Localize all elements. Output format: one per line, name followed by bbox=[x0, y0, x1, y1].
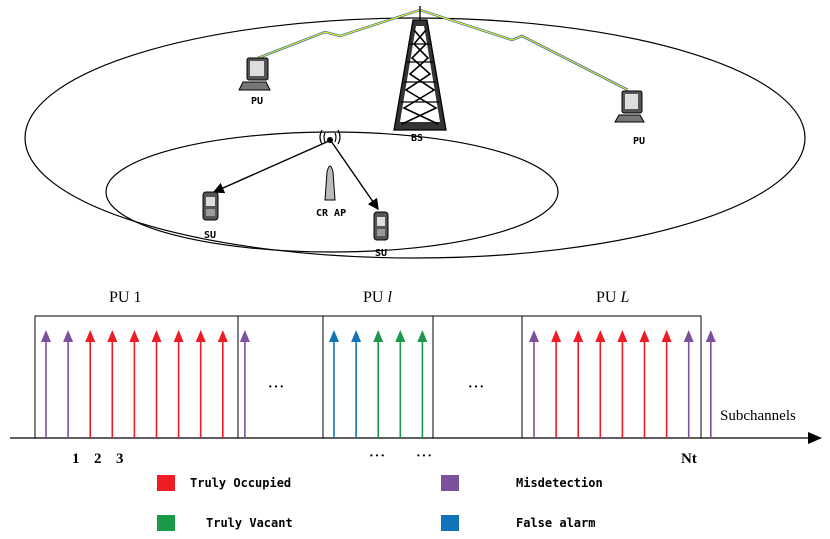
pu-1-band bbox=[34, 315, 239, 439]
channel-arrowhead-misdetection bbox=[529, 330, 539, 342]
subchannel-axis-label: Subchannels bbox=[720, 408, 796, 424]
base-station-tower-icon bbox=[393, 6, 447, 131]
channel-arrowhead-vacant bbox=[373, 330, 384, 342]
index-1: 1 bbox=[72, 451, 80, 467]
gap-dots-2: ··· bbox=[468, 380, 485, 395]
channel-arrows bbox=[41, 330, 716, 438]
wireless-link-left bbox=[257, 8, 421, 60]
channel-arrowhead-misdetection bbox=[683, 330, 694, 342]
channel-arrowhead-occupied bbox=[217, 330, 228, 342]
index-dots-2: ··· bbox=[416, 449, 433, 464]
cr-ap-label: CR AP bbox=[316, 208, 346, 219]
legend-label-misdetection: Misdetection bbox=[516, 476, 603, 490]
wireless-link-right bbox=[419, 8, 629, 92]
su-left-label: SU bbox=[204, 230, 216, 241]
pu-l-label: PU l bbox=[363, 289, 392, 306]
pu-left-label: PU bbox=[251, 96, 263, 107]
index-dots-1: ··· bbox=[369, 449, 386, 464]
gap-band-2 bbox=[432, 315, 523, 439]
pu-L-band bbox=[521, 315, 702, 439]
channel-arrowhead-occupied bbox=[661, 330, 672, 342]
cr-access-point-icon bbox=[319, 129, 341, 201]
channel-arrowhead-occupied bbox=[151, 330, 162, 342]
channel-arrowhead-occupied bbox=[195, 330, 206, 342]
pu-left-computer-icon bbox=[238, 57, 271, 91]
pu-right-label: PU bbox=[633, 136, 645, 147]
channel-arrowhead-occupied bbox=[639, 330, 650, 342]
channel-arrowhead-occupied bbox=[85, 330, 96, 342]
gap-dots-1: ··· bbox=[268, 380, 285, 395]
channel-arrowhead-misdetection bbox=[63, 330, 74, 342]
legend-label-occupied: Truly Occupied bbox=[190, 476, 291, 490]
primary-cell-boundary bbox=[24, 17, 806, 259]
channel-arrowhead-misdetection bbox=[41, 330, 51, 342]
channel-arrowhead-occupied bbox=[551, 330, 562, 342]
legend-label-false-alarm: False alarm bbox=[516, 516, 595, 530]
su-right-label: SU bbox=[375, 248, 387, 259]
legend-swatch-false-alarm bbox=[441, 515, 459, 531]
pu-right-computer-icon bbox=[614, 90, 645, 123]
channel-arrowhead-vacant bbox=[417, 330, 428, 342]
link-ap-to-su-right bbox=[330, 140, 379, 211]
channel-arrowhead-occupied bbox=[573, 330, 584, 342]
subchannel-axis-arrowhead bbox=[808, 432, 822, 444]
legend-swatch-vacant bbox=[157, 515, 175, 531]
channel-arrowhead-occupied bbox=[173, 330, 184, 342]
channel-arrowhead-misdetection bbox=[239, 330, 250, 342]
channel-arrowhead-occupied bbox=[107, 330, 118, 342]
gap-band-1 bbox=[237, 315, 324, 439]
channel-arrowhead-false_alarm bbox=[351, 330, 362, 342]
channel-arrowhead-occupied bbox=[595, 330, 606, 342]
legend-swatch-occupied bbox=[157, 475, 175, 491]
legend: Truly Occupied Misdetection Truly Vacant… bbox=[157, 475, 603, 531]
pu-1-label: PU 1 bbox=[109, 289, 141, 306]
su-right-phone-icon bbox=[373, 211, 389, 241]
index-nt: Nt bbox=[681, 451, 697, 467]
channel-arrowhead-misdetection bbox=[705, 330, 716, 342]
index-2: 2 bbox=[94, 451, 102, 467]
su-left-phone-icon bbox=[202, 191, 219, 221]
index-3: 3 bbox=[116, 451, 124, 467]
legend-swatch-misdetection bbox=[441, 475, 459, 491]
channel-arrowhead-occupied bbox=[129, 330, 140, 342]
channel-arrowhead-false_alarm bbox=[329, 330, 339, 342]
channel-arrowhead-occupied bbox=[617, 330, 628, 342]
pu-L-label: PU L bbox=[596, 289, 629, 306]
bs-label: BS bbox=[411, 133, 423, 144]
channel-arrowhead-vacant bbox=[395, 330, 406, 342]
legend-label-vacant: Truly Vacant bbox=[206, 516, 293, 530]
secondary-cell-boundary bbox=[105, 131, 559, 253]
link-ap-to-su-left bbox=[212, 140, 330, 194]
